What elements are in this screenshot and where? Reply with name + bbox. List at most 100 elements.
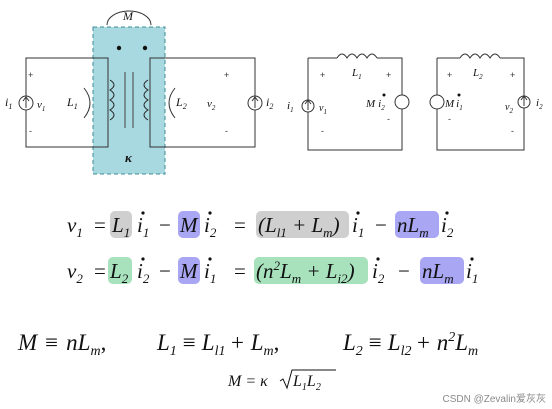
highlights: [108, 211, 464, 284]
eq2-L2: L2: [109, 259, 129, 286]
eq1-M: M: [179, 213, 199, 237]
c2-plus: +: [320, 70, 325, 80]
eq2-i2b: i2: [372, 259, 385, 286]
definitions-line: M≡nLm, L1≡Ll1+ Lm, L2≡Ll2+ n2Lm: [17, 330, 478, 359]
eq2-eq2: =: [234, 259, 246, 283]
eq1-minus2: −: [375, 213, 387, 237]
c3-dot: [457, 93, 461, 97]
c2-source-arrowhead: [304, 99, 312, 105]
hl-eq2-paren: [254, 257, 368, 284]
c2-minus: -: [321, 126, 324, 136]
c3-minus: -: [511, 126, 514, 136]
hl-eq2-M: [178, 257, 200, 284]
watermark: CSDN @Zevalin爱灰灰: [442, 394, 546, 405]
c3-inductor: [459, 53, 501, 59]
c2-i1-label: i1: [287, 100, 294, 114]
c2-dep-plus: +: [386, 70, 391, 80]
c2-dep-minus: -: [387, 114, 390, 124]
v1-label: v1: [37, 99, 45, 113]
def-M: M≡nLm,: [17, 330, 106, 359]
L1-label: L1: [66, 95, 78, 111]
c3-loop: [436, 57, 525, 151]
equation-1: v1 = L1 i1 − M i2 = (Ll1 + Lm) i1 − nLm …: [67, 213, 454, 240]
eq2-minus: −: [159, 259, 171, 283]
kappa-eq-sqrt-content: L1L2: [292, 373, 321, 393]
i2-label: i2: [266, 95, 273, 111]
i1-label: i1: [5, 95, 12, 111]
eq1-i2b: i2: [441, 213, 454, 240]
hl-eq1-paren: [256, 211, 349, 238]
eq2-eq: =: [94, 259, 106, 283]
v1-minus: -: [29, 126, 32, 136]
c3-plus: +: [510, 70, 515, 80]
hl-eq2-L2: [108, 257, 132, 284]
hl-eq2-nLm: [420, 257, 464, 284]
eq2-i2: i2: [137, 259, 150, 286]
v2-minus: -: [225, 126, 228, 136]
equation-2: v2 = L2 i2 − M i1 = (n2Lm + Li2) i2 − nL…: [67, 258, 478, 286]
c3-source-arrowhead: [520, 95, 528, 101]
def-L1: L1≡Ll1+ Lm,: [156, 330, 279, 359]
v1-plus: +: [28, 70, 33, 80]
primary-coil: [109, 79, 115, 121]
magnetic-core-region: [92, 26, 166, 175]
dot-primary: [116, 45, 122, 51]
L1-current-arc: [83, 87, 91, 119]
def-L2: L2≡Ll2+ n2Lm: [342, 330, 478, 359]
eq1-dots: [141, 211, 449, 215]
eq2-lhs: v2: [67, 259, 83, 286]
eq1-paren: (Ll1 + Lm): [258, 213, 340, 240]
c2-dot: [382, 93, 386, 97]
kappa-label: κ: [125, 150, 133, 165]
c3-v2-label: v2: [505, 102, 513, 115]
eq1-L1: L1: [111, 213, 130, 240]
mutual-label: M: [122, 9, 134, 23]
circuit-2: [301, 53, 410, 151]
L2-label: L2: [175, 95, 187, 111]
eq2-M: M: [179, 259, 199, 283]
c2-v1-label: v1: [319, 103, 327, 116]
secondary-loop: [149, 57, 256, 148]
eq1-i2: i2: [204, 213, 217, 240]
eq2-dots: [141, 257, 474, 261]
dot-secondary: [142, 45, 148, 51]
kappa-eq-lhs: M = κ: [227, 373, 268, 390]
eq2-nLm: nLm: [422, 259, 454, 286]
L2-current-arc: [168, 87, 176, 119]
c2-inductor: [336, 53, 378, 59]
c3-L2-label: L2: [472, 67, 483, 81]
v2-label: v2: [207, 98, 216, 112]
source-2-arrowhead: [251, 96, 259, 102]
circuit-1: [18, 10, 263, 175]
hl-eq1-nLm: [395, 211, 439, 238]
primary-loop: [25, 57, 109, 148]
c3-dep-plus: +: [447, 70, 452, 80]
mutual-arc: [106, 10, 152, 26]
kappa-equation: M = κ L1L2: [227, 373, 321, 393]
eq2-paren: (n2Lm + Li2): [256, 258, 355, 286]
hl-eq1-L1: [110, 211, 132, 238]
eq2-minus2: −: [398, 259, 410, 283]
hl-eq1-M: [178, 211, 200, 238]
eq1-eq: =: [94, 213, 106, 237]
secondary-coil: [143, 79, 149, 121]
eq1-i1b: i1: [352, 213, 364, 240]
eq1-minus: −: [159, 213, 171, 237]
eq1-lhs: v1: [67, 213, 83, 240]
eq1-eq2: =: [234, 213, 246, 237]
eq1-nLm: nLm: [397, 213, 429, 240]
source-1-arrowhead: [22, 96, 30, 102]
c3-dependent-source: [429, 94, 445, 110]
circuit-3: [429, 53, 531, 151]
v2-plus: +: [224, 70, 229, 80]
c2-loop: [307, 57, 403, 151]
eq1-i1: i1: [137, 213, 149, 240]
c3-dep-minus: -: [448, 114, 451, 124]
c2-dependent-source: [394, 94, 410, 110]
c3-i2-label: i2: [536, 97, 543, 111]
sqrt-symbol: [279, 369, 336, 390]
eq2-i1: i1: [204, 259, 216, 286]
